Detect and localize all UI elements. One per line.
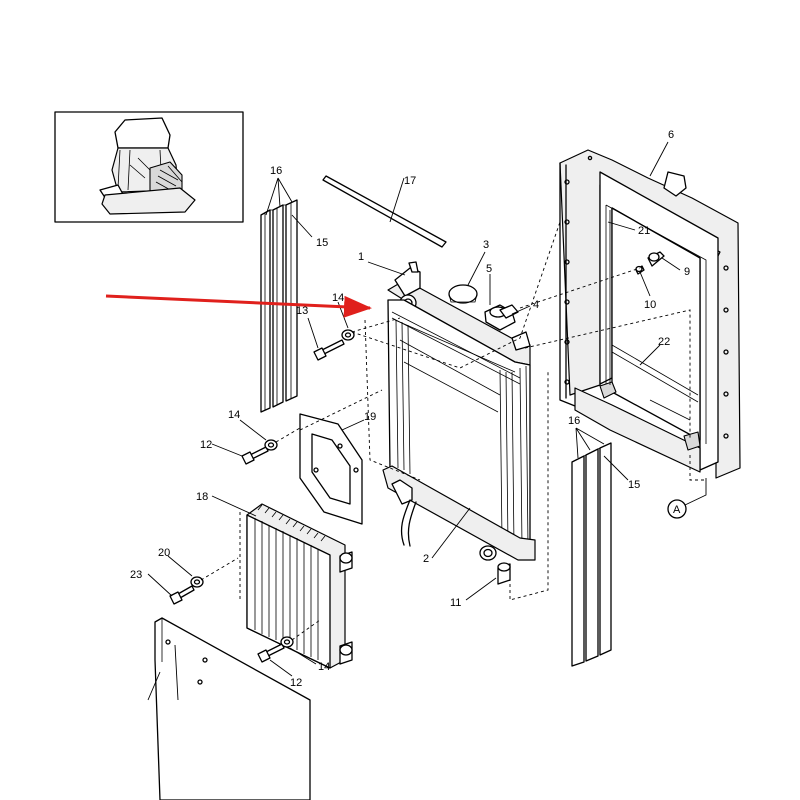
callout-18: 18 xyxy=(196,491,208,503)
callout-12-lower: 12 xyxy=(290,677,302,689)
callout-17: 17 xyxy=(404,175,416,187)
oil-cooler xyxy=(246,503,353,669)
callout-20: 20 xyxy=(158,547,170,559)
assembly-lines xyxy=(200,221,705,641)
reference-a-circle xyxy=(667,499,687,519)
frame-bolt-holes xyxy=(564,155,729,439)
red-arrow xyxy=(105,294,372,318)
callout-21: 21 xyxy=(638,225,650,237)
inset-frame xyxy=(54,111,244,223)
fasteners xyxy=(169,329,355,663)
callout-2: 2 xyxy=(423,553,429,565)
callout-13: 13 xyxy=(296,305,308,317)
callout-19: 19 xyxy=(364,411,376,423)
callout-14-top: 14 xyxy=(332,292,344,304)
inset-machine-view xyxy=(54,111,244,223)
seal-strips-left xyxy=(260,199,298,413)
callout-10: 10 xyxy=(644,299,656,311)
callout-labels: 1 2 3 4 5 6 9 10 11 12 12 13 14 14 14 15… xyxy=(130,129,690,689)
seal-strips-right xyxy=(571,442,612,667)
reference-a-label: A xyxy=(673,504,681,516)
callout-1: 1 xyxy=(358,251,364,263)
radiator xyxy=(382,261,536,561)
callout-14-lower: 14 xyxy=(318,661,330,673)
spacer-11 xyxy=(497,562,511,585)
highlight-arrow xyxy=(105,294,372,318)
bracket-19 xyxy=(299,413,363,525)
callout-3: 3 xyxy=(483,239,489,251)
callout-9: 9 xyxy=(684,266,690,278)
cooler-fins xyxy=(254,504,326,660)
shroud-frame xyxy=(559,149,741,479)
callout-15-right: 15 xyxy=(628,479,640,491)
callout-12-upper: 12 xyxy=(200,439,212,451)
callout-5: 5 xyxy=(486,263,492,275)
seal-strip-17 xyxy=(322,175,447,248)
lower-plate xyxy=(154,617,311,800)
callout-15-left: 15 xyxy=(316,237,328,249)
callout-11: 11 xyxy=(450,597,461,609)
callout-23: 23 xyxy=(130,569,142,581)
reference-a: A xyxy=(667,499,687,519)
callout-6: 6 xyxy=(668,129,674,141)
leader-lines xyxy=(147,141,707,701)
callout-14-mid: 14 xyxy=(228,409,240,421)
callout-16-right: 16 xyxy=(568,415,580,427)
callout-22: 22 xyxy=(658,336,670,348)
callout-16-left: 16 xyxy=(270,165,282,177)
callout-4: 4 xyxy=(533,299,539,311)
